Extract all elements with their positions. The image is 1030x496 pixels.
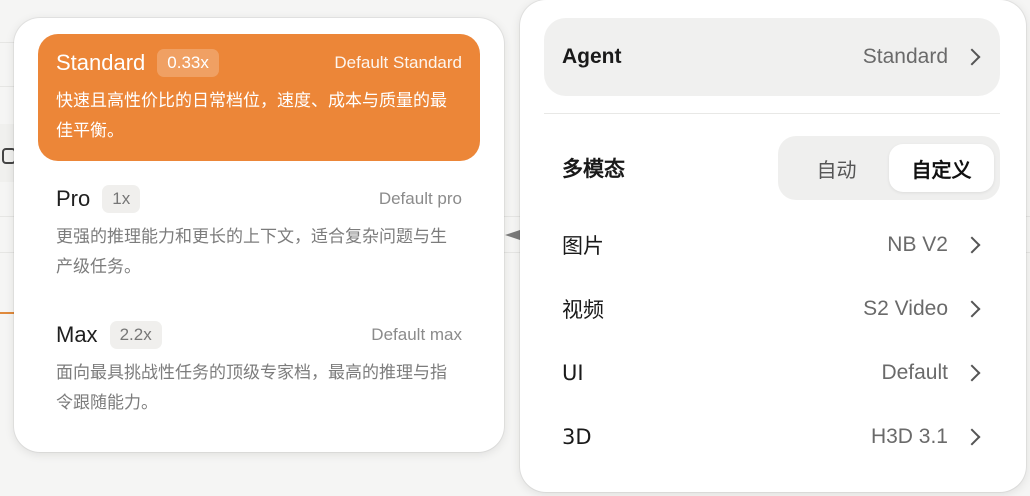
chevron-right-icon [963, 48, 981, 66]
menu-divider [544, 113, 1000, 114]
tier-default-label: Default max [371, 325, 462, 344]
tier-header: Standard 0.33x Default Standard [56, 48, 462, 78]
ui-model-row[interactable]: UI Default [544, 348, 1000, 398]
image-label: 图片 [562, 234, 604, 258]
tier-header: Pro 1x Default pro [56, 184, 462, 214]
multimodal-row: 多模态 自动 自定义 [544, 136, 1000, 200]
3d-model-value: H3D 3.1 [870, 425, 948, 448]
agent-value: Standard [862, 45, 948, 68]
tier-default-label: Default pro [378, 189, 462, 208]
background-divider [0, 252, 1030, 253]
settings-menu: Agent Standard 多模态 自动 自定义 图片 NB V2 视频 S2… [520, 0, 1026, 492]
multimodal-segmented-control: 自动 自定义 [778, 136, 1000, 200]
3d-model-row[interactable]: 3D H3D 3.1 [544, 412, 1000, 462]
tier-default-label: Default Standard [334, 53, 462, 72]
ui-label: UI [562, 361, 584, 385]
chevron-right-icon [963, 364, 981, 382]
tier-option-max[interactable]: Max 2.2x Default max 面向最具挑战性任务的顶级专家档，最高的… [38, 306, 480, 424]
segment-auto[interactable]: 自动 [816, 157, 857, 182]
video-label: 视频 [562, 298, 604, 322]
agent-label: Agent [562, 45, 622, 68]
background-divider [0, 216, 1030, 217]
3d-label: 3D [562, 425, 592, 449]
tier-option-standard[interactable]: Standard 0.33x Default Standard 快速且高性价比的… [38, 34, 480, 161]
video-model-row[interactable]: 视频 S2 Video [544, 284, 1000, 334]
image-model-row[interactable]: 图片 NB V2 [544, 220, 1000, 270]
agent-row[interactable]: Agent Standard [544, 18, 1000, 96]
tier-header: Max 2.2x Default max [56, 320, 462, 350]
tier-name: Max [56, 322, 98, 347]
tier-description: 面向最具挑战性任务的顶级专家档，最高的推理与指令跟随能力。 [56, 363, 447, 413]
background-link-fragment [0, 286, 18, 314]
chevron-right-icon [963, 428, 981, 446]
video-model-value: S2 Video [863, 297, 948, 320]
chevron-right-icon [963, 300, 981, 318]
chevron-right-icon [963, 236, 981, 254]
tier-description: 快速且高性价比的日常档位，速度、成本与质量的最佳平衡。 [56, 91, 447, 141]
tier-option-pro[interactable]: Pro 1x Default pro 更强的推理能力和更长的上下文，适合复杂问题… [38, 170, 480, 288]
multimodal-label: 多模态 [562, 157, 625, 181]
segment-custom[interactable]: 自定义 [889, 144, 994, 192]
ui-model-value: Default [881, 361, 948, 384]
tier-menu: Standard 0.33x Default Standard 快速且高性价比的… [14, 18, 504, 452]
tier-name: Pro [56, 186, 91, 211]
tier-multiplier-badge: 0.33x [157, 49, 219, 77]
tier-multiplier-badge: 2.2x [109, 321, 162, 349]
image-model-value: NB V2 [887, 233, 948, 256]
tier-description: 更强的推理能力和更长的上下文，适合复杂问题与生产级任务。 [56, 227, 447, 277]
tier-multiplier-badge: 1x [102, 185, 141, 213]
tier-name: Standard [56, 50, 146, 75]
